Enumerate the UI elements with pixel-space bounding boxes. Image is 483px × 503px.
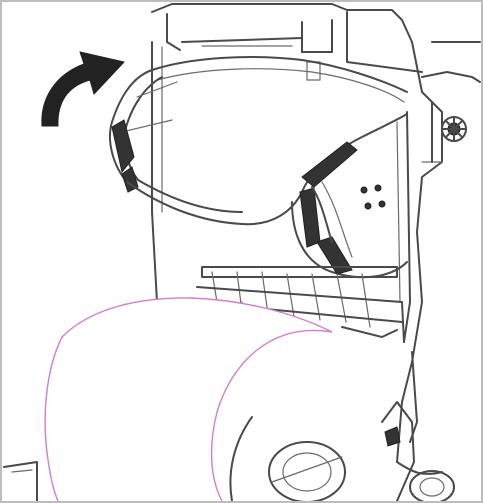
ribbon-roll [108, 56, 408, 279]
gear-icon [441, 116, 467, 142]
paper-roll [3, 297, 455, 501]
curved-arrow-icon [41, 51, 125, 127]
